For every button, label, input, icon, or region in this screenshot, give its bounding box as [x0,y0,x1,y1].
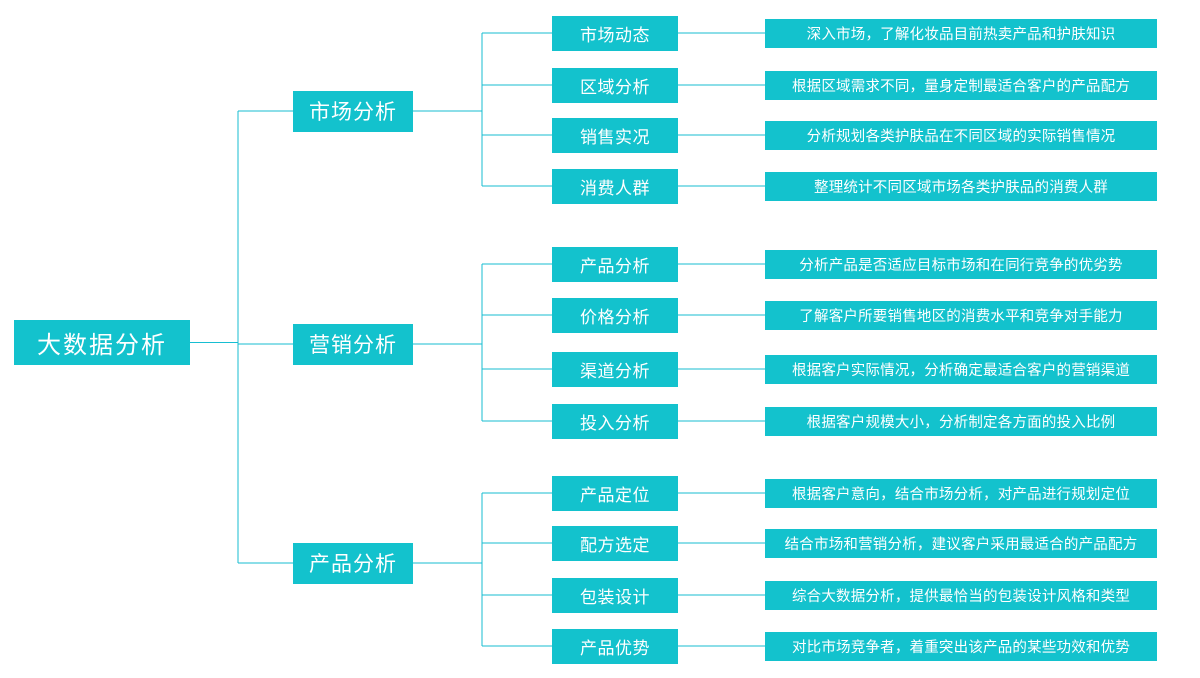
leaf-node-1-3[interactable]: 销售实况 [552,117,678,153]
leaf-node-3-3[interactable]: 包装设计 [552,577,678,613]
description-node-2-1: 分析产品是否适应目标市场和在同行竞争的优劣势 [765,249,1157,279]
description-node-1-1: 深入市场，了解化妆品目前热卖产品和护肤知识 [765,18,1157,48]
description-node-1-4: 整理统计不同区域市场各类护肤品的消费人群 [765,171,1157,201]
leaf-node-1-4[interactable]: 消费人群 [552,168,678,204]
root-node[interactable]: 大数据分析 [14,320,190,365]
description-node-2-4: 根据客户规模大小，分析制定各方面的投入比例 [765,406,1157,436]
leaf-node-2-4[interactable]: 投入分析 [552,403,678,439]
description-node-3-1: 根据客户意向，结合市场分析，对产品进行规划定位 [765,478,1157,508]
leaf-node-2-3[interactable]: 渠道分析 [552,351,678,387]
leaf-node-3-1[interactable]: 产品定位 [552,475,678,511]
leaf-node-3-2[interactable]: 配方选定 [552,525,678,561]
leaf-node-3-4[interactable]: 产品优势 [552,628,678,664]
leaf-node-1-1[interactable]: 市场动态 [552,15,678,51]
description-node-3-3: 综合大数据分析，提供最恰当的包装设计风格和类型 [765,580,1157,610]
leaf-node-2-1[interactable]: 产品分析 [552,246,678,282]
description-node-2-3: 根据客户实际情况，分析确定最适合客户的营销渠道 [765,354,1157,384]
description-node-1-3: 分析规划各类护肤品在不同区域的实际销售情况 [765,120,1157,150]
leaf-node-2-2[interactable]: 价格分析 [552,297,678,333]
description-node-2-2: 了解客户所要销售地区的消费水平和竞争对手能力 [765,300,1157,330]
leaf-node-1-2[interactable]: 区域分析 [552,67,678,103]
description-node-3-4: 对比市场竞争者，着重突出该产品的某些功效和优势 [765,631,1157,661]
branch-node-1[interactable]: 市场分析 [293,90,413,132]
description-node-3-2: 结合市场和营销分析，建议客户采用最适合的产品配方 [765,528,1157,558]
branch-node-2[interactable]: 营销分析 [293,323,413,365]
description-node-1-2: 根据区域需求不同，量身定制最适合客户的产品配方 [765,70,1157,100]
branch-node-3[interactable]: 产品分析 [293,542,413,584]
